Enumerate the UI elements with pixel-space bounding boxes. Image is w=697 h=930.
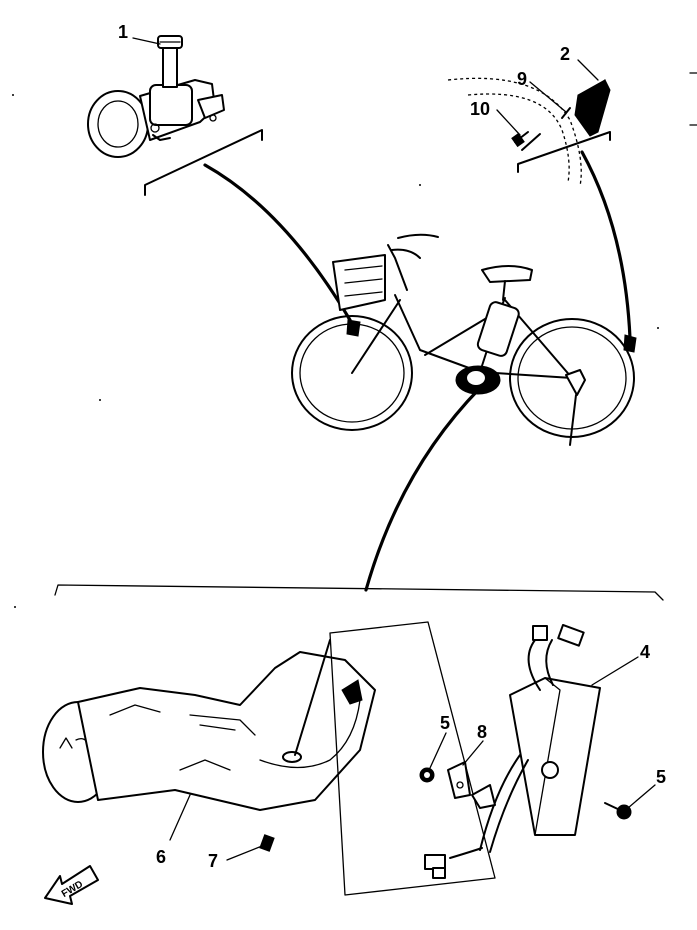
bicycle	[291, 233, 637, 446]
part-5-screw-right	[604, 802, 632, 820]
callout-1: 1	[118, 22, 128, 42]
detail-section-bracket	[54, 584, 664, 601]
part-8-clip	[447, 761, 471, 799]
wire-reflector-to-rear	[580, 150, 632, 340]
callout-6: 6	[156, 847, 166, 867]
wire-horn-to-basket	[203, 163, 352, 322]
callout-10: 10	[470, 99, 490, 119]
callout-8: 8	[477, 722, 487, 742]
callout-2: 2	[560, 44, 570, 64]
part-6-motor-cover	[42, 639, 376, 811]
callout-7: 7	[208, 851, 218, 871]
reflector-arc-dashed-inner	[467, 93, 570, 183]
part-7-screw	[259, 834, 275, 852]
part-1-horn	[87, 35, 225, 158]
leader-lines	[132, 37, 656, 861]
callout-4: 4	[640, 642, 650, 662]
callout-9: 9	[517, 69, 527, 89]
reflector-arc-dashed-outer	[447, 77, 582, 187]
part-5-screw-left	[419, 767, 435, 783]
wire-motor-to-detail	[364, 386, 482, 592]
detail-inset-panel	[329, 621, 496, 896]
speck	[14, 606, 16, 608]
speck	[419, 184, 421, 186]
callout-5-right: 5	[656, 767, 666, 787]
callout-5-left: 5	[440, 713, 450, 733]
speck	[12, 94, 14, 96]
part-4-controller	[424, 624, 601, 879]
part-2-base-plate	[517, 131, 611, 173]
part-1-base-plate	[144, 129, 263, 196]
part-10-bolt	[511, 131, 541, 151]
part-2-reflector	[574, 79, 611, 137]
fwd-direction-arrow: FWD	[44, 865, 99, 905]
speck	[99, 399, 101, 401]
speck	[657, 327, 659, 329]
